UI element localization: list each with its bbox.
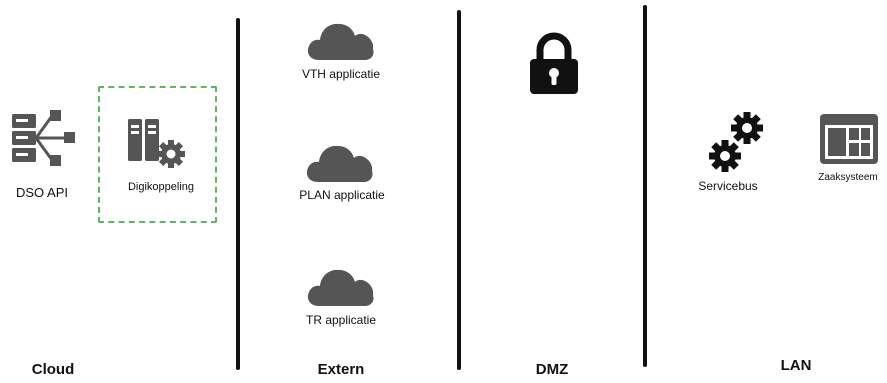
- zone-label-extern: Extern: [317, 361, 365, 378]
- digikoppeling-boundary: [98, 86, 217, 223]
- zone-label-lan: LAN: [780, 357, 812, 374]
- vth-application-label: VTH applicatie: [301, 67, 381, 81]
- servicebus-label: Servicebus: [698, 179, 758, 193]
- cloud-icon: [305, 262, 377, 310]
- application-window-icon: [820, 114, 878, 164]
- gears-icon: [707, 110, 769, 174]
- divider-cloud-extern: [236, 18, 240, 370]
- zone-label-cloud: Cloud: [31, 361, 75, 378]
- server-network-icon: [10, 108, 76, 172]
- server-gear-icon: [126, 117, 188, 169]
- padlock-icon: [528, 32, 580, 96]
- divider-dmz-lan: [643, 5, 647, 367]
- zaaksysteem-label: Zaaksysteem: [818, 172, 878, 183]
- cloud-icon: [304, 138, 376, 186]
- zone-label-dmz: DMZ: [535, 361, 569, 378]
- divider-extern-dmz: [457, 10, 461, 370]
- digikoppeling-label: Digikoppeling: [127, 181, 195, 193]
- cloud-icon: [305, 16, 377, 64]
- tr-application-label: TR applicatie: [305, 313, 377, 327]
- dso-api-label: DSO API: [15, 185, 69, 200]
- plan-application-label: PLAN applicatie: [299, 188, 385, 202]
